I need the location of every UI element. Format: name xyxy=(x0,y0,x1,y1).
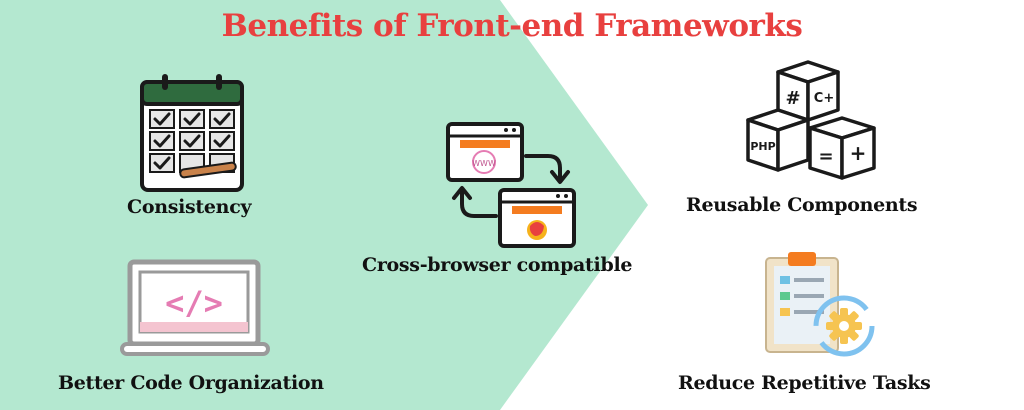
cube-cplus-glyph: C+ xyxy=(814,91,834,106)
laptop-code-icon: </> xyxy=(120,259,270,356)
cube-php-glyph: PHP xyxy=(750,140,775,153)
calendar-checklist-icon xyxy=(140,74,244,192)
code-glyph: </> xyxy=(165,284,223,322)
www-glyph: WWW xyxy=(472,159,496,168)
code-cubes-icon: # C+ PHP = + xyxy=(746,60,876,180)
benefit-label-cross-browser-compatible: Cross-browser compatible xyxy=(362,254,633,276)
benefit-label-reusable-components: Reusable Components xyxy=(686,194,918,216)
benefit-label-better-code-organization: Better Code Organization xyxy=(58,372,324,394)
page-title: Benefits of Front-end Frameworks xyxy=(221,8,803,44)
cube-plus-glyph: + xyxy=(850,141,867,165)
benefit-label-reduce-repetitive-tasks: Reduce Repetitive Tasks xyxy=(678,372,931,394)
cube-equals-glyph: = xyxy=(818,146,833,167)
benefit-label-consistency: Consistency xyxy=(127,196,252,218)
cube-hash-glyph: # xyxy=(785,88,800,109)
clipboard-gear-icon xyxy=(765,252,875,357)
browser-windows-icon: WWW xyxy=(446,122,576,248)
